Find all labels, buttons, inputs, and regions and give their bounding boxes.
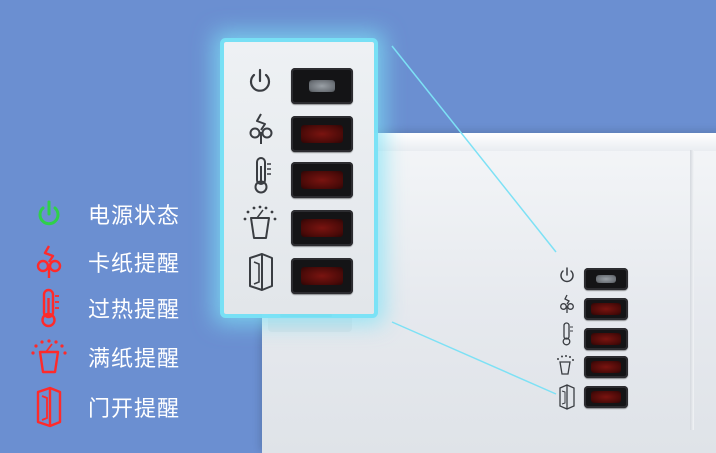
legend-label: 电源状态: [88, 204, 181, 229]
overheat-indicator-lamp: [291, 162, 353, 198]
power-icon: [558, 266, 576, 288]
legend-label: 过热提醒: [88, 298, 181, 323]
paper-jam-indicator-lamp: [291, 116, 353, 152]
legend-label: 满纸提醒: [88, 347, 181, 372]
paper-bin-full-icon: [554, 354, 576, 380]
paper-bin-full-icon: [28, 338, 70, 376]
power-indicator-lamp-small: [584, 268, 628, 290]
power-indicator-lamp: [291, 68, 353, 104]
paper-full-indicator-lamp-small: [584, 356, 628, 378]
power-icon: [246, 66, 274, 100]
legend-item-full: 满纸提醒: [28, 338, 180, 376]
paper-bin-full-icon: [242, 204, 278, 246]
paper-jam-indicator-lamp-small: [584, 298, 628, 320]
door-open-icon: [246, 252, 276, 296]
power-icon: [28, 199, 70, 229]
door-open-icon: [557, 384, 577, 414]
overheat-indicator-lamp-small: [584, 328, 628, 350]
printer-inner-edge: [690, 150, 694, 430]
door-open-indicator-lamp-small: [584, 386, 628, 408]
door-open-icon: [28, 386, 70, 428]
legend-item-jam: 卡纸提醒: [28, 244, 180, 280]
legend-item-heat: 过热提醒: [28, 288, 180, 328]
thermometer-icon: [250, 156, 274, 198]
paper-jam-icon: [246, 112, 276, 150]
paper-jam-icon: [28, 244, 70, 280]
legend-item-door: 门开提醒: [28, 386, 180, 428]
paper-jam-icon: [558, 294, 576, 318]
door-open-indicator-lamp: [291, 258, 353, 294]
thermometer-icon: [28, 288, 70, 328]
paper-output-slot-line: [280, 314, 332, 317]
legend-label: 卡纸提醒: [88, 252, 181, 277]
legend-label: 门开提醒: [88, 397, 181, 422]
legend-item-power: 电源状态: [28, 198, 180, 230]
thermometer-icon: [560, 322, 574, 350]
paper-full-indicator-lamp: [291, 210, 353, 246]
